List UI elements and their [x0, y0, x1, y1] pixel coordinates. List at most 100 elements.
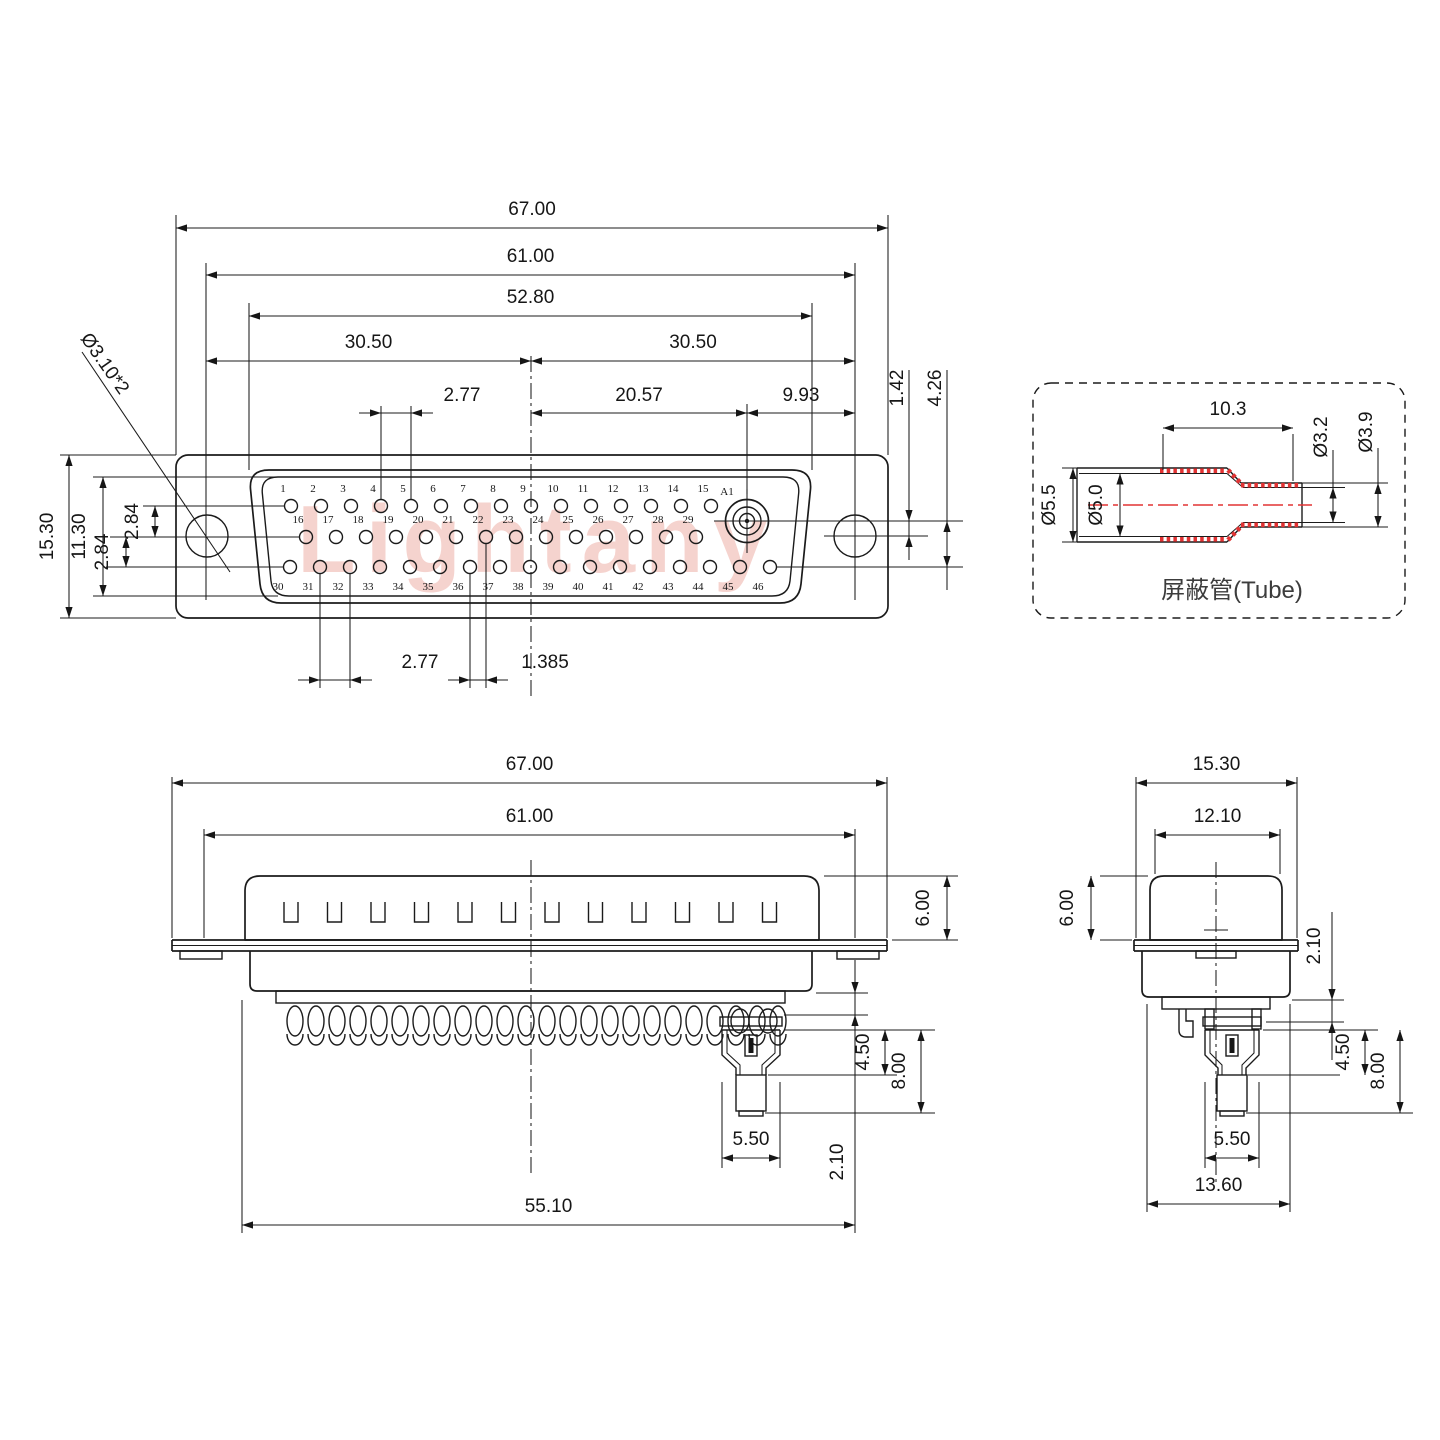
pin-contact	[598, 529, 614, 545]
dim-arrow	[881, 1030, 889, 1041]
solder-cup	[475, 1005, 493, 1037]
pin-number: 28	[653, 514, 665, 526]
pin-number: 6	[430, 483, 436, 495]
pin-contact	[732, 559, 748, 575]
cup-scallop	[517, 1033, 535, 1046]
cup-scallop	[601, 1033, 619, 1046]
dim-label: 4.26	[925, 370, 946, 407]
pin-contact	[582, 559, 598, 575]
pin-number: 19	[383, 514, 395, 526]
dim-arrow	[206, 271, 217, 279]
pin-number: 38	[513, 581, 525, 593]
dim-arrow	[1069, 531, 1077, 542]
pin-number: 33	[363, 581, 375, 593]
cup-scallop	[286, 1033, 304, 1046]
pin-number: 4	[370, 483, 376, 495]
cup-scallop	[370, 1033, 388, 1046]
solder-cup	[769, 1005, 787, 1037]
dim-label: 2.10	[1304, 928, 1325, 965]
dim-arrow	[844, 1221, 855, 1229]
dim-arrow	[1163, 424, 1174, 432]
pin-contact	[462, 559, 478, 575]
dim-label: Ø3.9	[1356, 411, 1377, 452]
dim-arrow	[844, 271, 855, 279]
cup-scallop	[454, 1033, 472, 1046]
pin-contact	[673, 498, 689, 514]
pin-contact	[612, 559, 628, 575]
dim-arrow	[881, 1064, 889, 1075]
pin-slot	[283, 902, 299, 923]
knurled-barrel	[735, 1074, 767, 1112]
cup-scallop	[475, 1033, 493, 1046]
pin-contact	[313, 498, 329, 514]
dim-label: 15.30	[37, 513, 58, 561]
solder-cup	[538, 1005, 556, 1037]
dim-arrow	[917, 1102, 925, 1113]
pin-number: 36	[453, 581, 465, 593]
pin-number: 44	[693, 581, 705, 593]
cup-scallop	[769, 1033, 787, 1046]
pin-slot	[718, 902, 734, 923]
dim-arrow	[917, 1030, 925, 1041]
pin-number: 10	[548, 483, 560, 495]
cup-scallop	[412, 1033, 430, 1046]
dim-label: 9.93	[783, 385, 820, 406]
dim-label: 2.10	[827, 1144, 848, 1181]
solder-cup	[622, 1005, 640, 1037]
solder-cup	[727, 1005, 745, 1037]
pin-number: 14	[668, 483, 680, 495]
dim-label: 15.30	[1193, 754, 1241, 775]
dim-label: 61.00	[506, 806, 554, 827]
dim-arrow	[249, 312, 260, 320]
dim-label: 13.60	[1195, 1175, 1243, 1196]
dim-arrow	[242, 1221, 253, 1229]
dim-arrow	[99, 585, 107, 596]
dim-arrow	[99, 477, 107, 488]
tube-caption: 屏蔽管(Tube)	[1161, 577, 1303, 604]
dim-arrow	[1279, 1200, 1290, 1208]
solder-cup	[580, 1005, 598, 1037]
dim-arrow	[943, 929, 951, 940]
dim-label: 5.50	[1214, 1129, 1251, 1150]
dim-arrow	[1205, 1154, 1216, 1162]
pin-contact	[433, 498, 449, 514]
dim-label: 8.00	[889, 1053, 910, 1090]
pin-contact	[688, 529, 704, 545]
dim-label: 6.00	[913, 890, 934, 927]
pin-number: 7	[460, 483, 466, 495]
solder-cup	[496, 1005, 514, 1037]
pin-number: 9	[520, 483, 526, 495]
pin-contact	[432, 559, 448, 575]
hole-note: Ø3.10*2	[76, 329, 133, 398]
dim-arrow	[943, 876, 951, 887]
cup-scallop	[643, 1033, 661, 1046]
pin-number: 42	[633, 581, 644, 593]
dim-arrow	[1328, 989, 1336, 1000]
pin-contact	[478, 529, 494, 545]
dim-label: 1.385	[521, 652, 569, 673]
dim-arrow	[844, 357, 855, 365]
cup-scallop	[307, 1033, 325, 1046]
solder-cup	[685, 1005, 703, 1037]
dim-arrow	[206, 357, 217, 365]
solder-cup	[517, 1005, 535, 1037]
cup-scallop	[328, 1033, 346, 1046]
pin-number: 2	[310, 483, 316, 495]
pin-slot	[674, 902, 691, 923]
dim-label: 67.00	[506, 754, 554, 775]
dim-label: 4.50	[1333, 1034, 1354, 1071]
dim-arrow	[943, 556, 951, 567]
cup-scallop	[727, 1033, 745, 1046]
dim-arrow	[1116, 525, 1124, 537]
dim-arrow	[531, 357, 542, 365]
solder-cup	[601, 1005, 619, 1037]
dim-arrow	[876, 779, 887, 787]
pin-contact	[522, 559, 538, 575]
dim-label: 2.84	[92, 533, 113, 570]
solder-cup	[307, 1005, 325, 1037]
dim-arrow	[176, 224, 187, 232]
pin-number: 45	[723, 581, 735, 593]
solder-cup	[286, 1005, 304, 1037]
